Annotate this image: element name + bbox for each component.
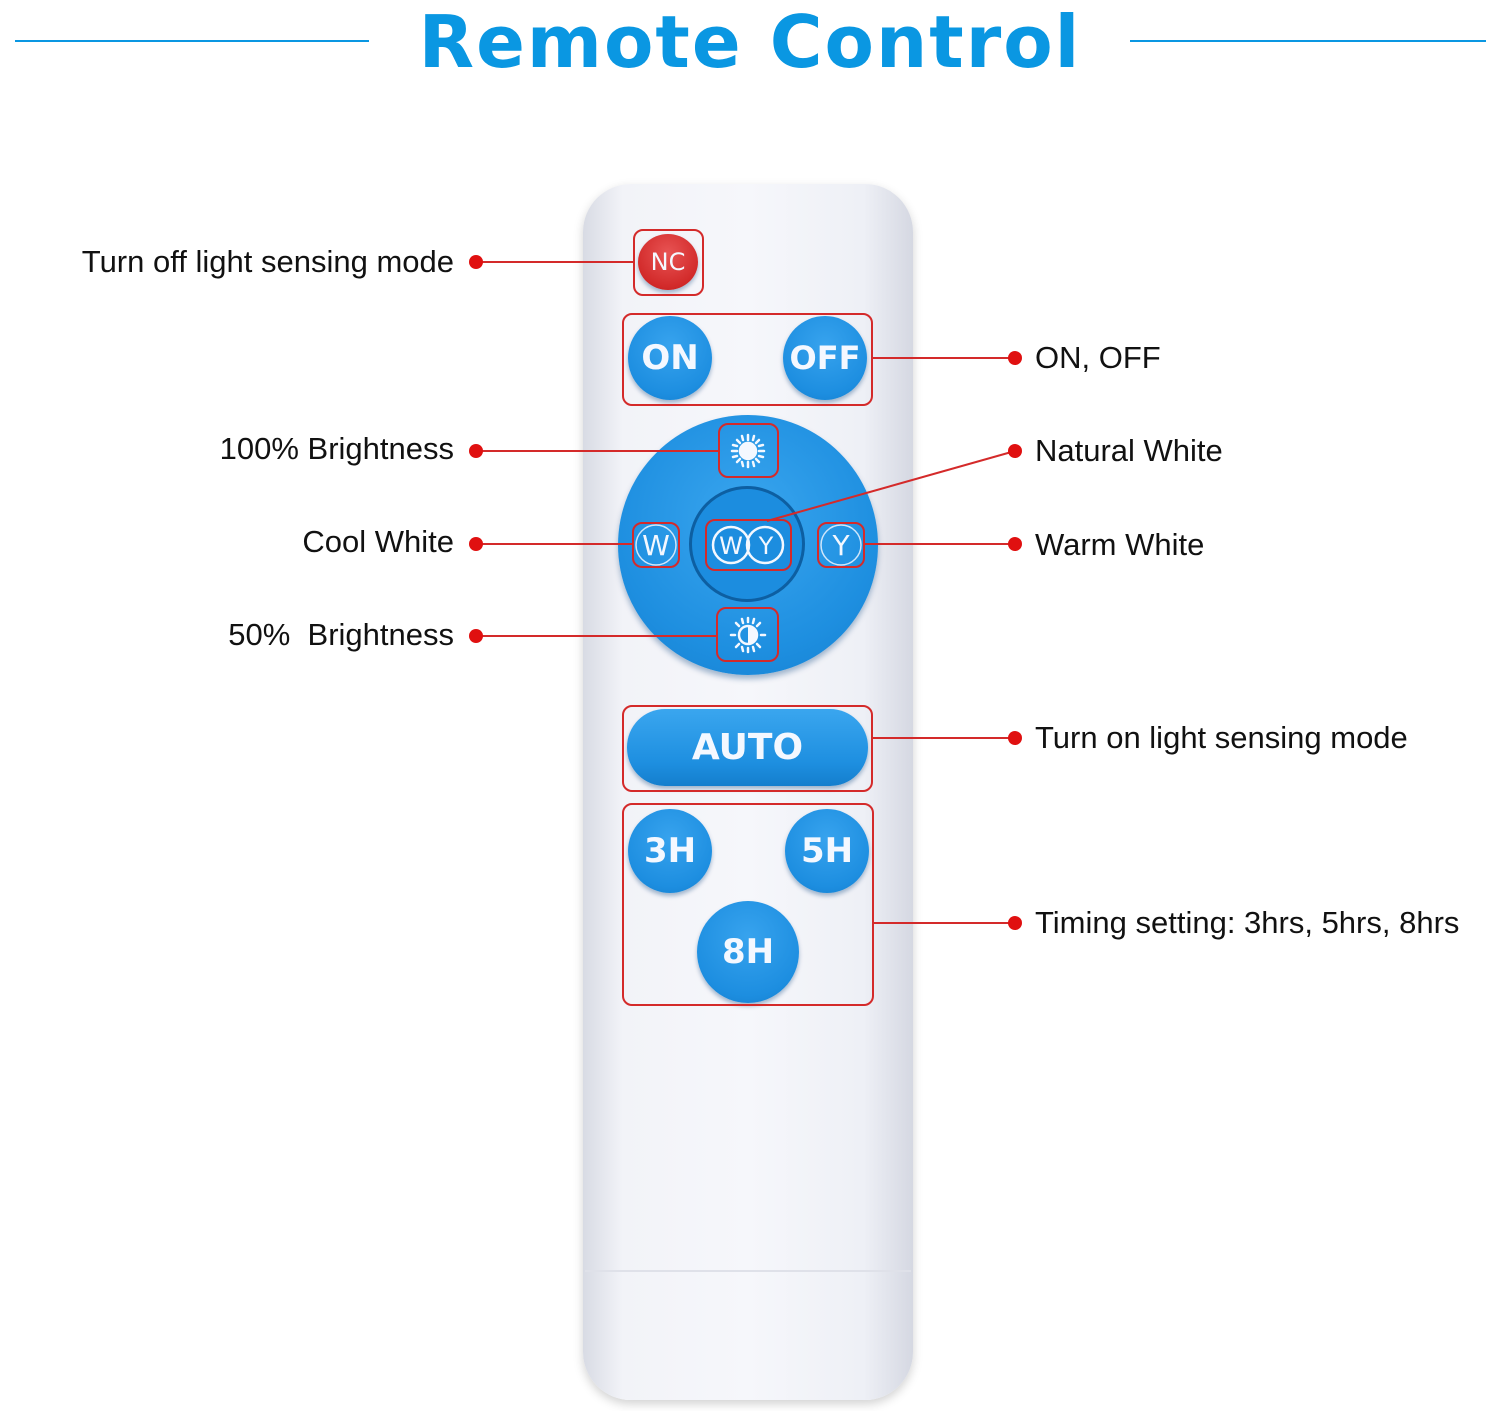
callout-dot — [1008, 537, 1022, 551]
remote-body — [583, 184, 913, 1400]
bright100-highlight — [718, 423, 779, 478]
auto-highlight — [622, 705, 873, 792]
timer-8h-button[interactable]: 8H — [697, 901, 799, 1003]
warm-white-button[interactable]: Y — [832, 528, 850, 562]
on-button[interactable]: ON — [628, 316, 712, 400]
label-natural: Natural White — [1035, 433, 1223, 468]
callout-dot — [469, 629, 483, 643]
timer-highlight — [622, 803, 874, 1006]
callout-dot — [469, 255, 483, 269]
title-rule-left — [15, 40, 369, 42]
label-cool: Cool White — [302, 524, 454, 559]
callout-dot — [1008, 731, 1022, 745]
warm-highlight — [817, 522, 865, 568]
callout-dot — [469, 537, 483, 551]
half-sun-icon[interactable] — [729, 616, 767, 654]
callout-dot — [1008, 444, 1022, 458]
timer-3h-button[interactable]: 3H — [628, 809, 712, 893]
cool-white-ring — [635, 524, 677, 566]
onoff-highlight — [622, 313, 873, 406]
timer-5h-button[interactable]: 5H — [785, 809, 869, 893]
nc-highlight — [633, 229, 704, 296]
label-timing: Timing setting: 3hrs, 5hrs, 8hrs — [1035, 905, 1460, 940]
bright50-highlight — [716, 607, 779, 662]
auto-button[interactable]: AUTO — [627, 709, 868, 786]
label-warm: Warm White — [1035, 527, 1205, 562]
cool-highlight — [632, 522, 680, 568]
remote-seam — [585, 1270, 911, 1272]
label-auto: Turn on light sensing mode — [1035, 720, 1408, 755]
cool-white-button[interactable]: W — [642, 528, 670, 562]
title-rule-right — [1130, 40, 1486, 42]
callout-dot — [1008, 351, 1022, 365]
nc-button[interactable]: NC — [638, 234, 698, 290]
natural-white-w-glyph: W — [719, 532, 743, 560]
label-nc: Turn off light sensing mode — [81, 244, 454, 279]
page-title: Remote Control — [418, 0, 1082, 84]
label-bright100: 100% Brightness — [219, 431, 454, 466]
label-onoff: ON, OFF — [1035, 340, 1161, 375]
callout-dot — [469, 444, 483, 458]
warm-white-ring — [820, 524, 862, 566]
natural-white-icon — [711, 525, 785, 565]
off-button[interactable]: OFF — [783, 316, 867, 400]
natural-white-y-glyph: Y — [758, 532, 774, 560]
callout-dot — [1008, 916, 1022, 930]
sun-icon[interactable] — [730, 433, 766, 469]
natural-highlight — [705, 519, 792, 571]
label-bright50: 50% Brightness — [228, 617, 454, 652]
